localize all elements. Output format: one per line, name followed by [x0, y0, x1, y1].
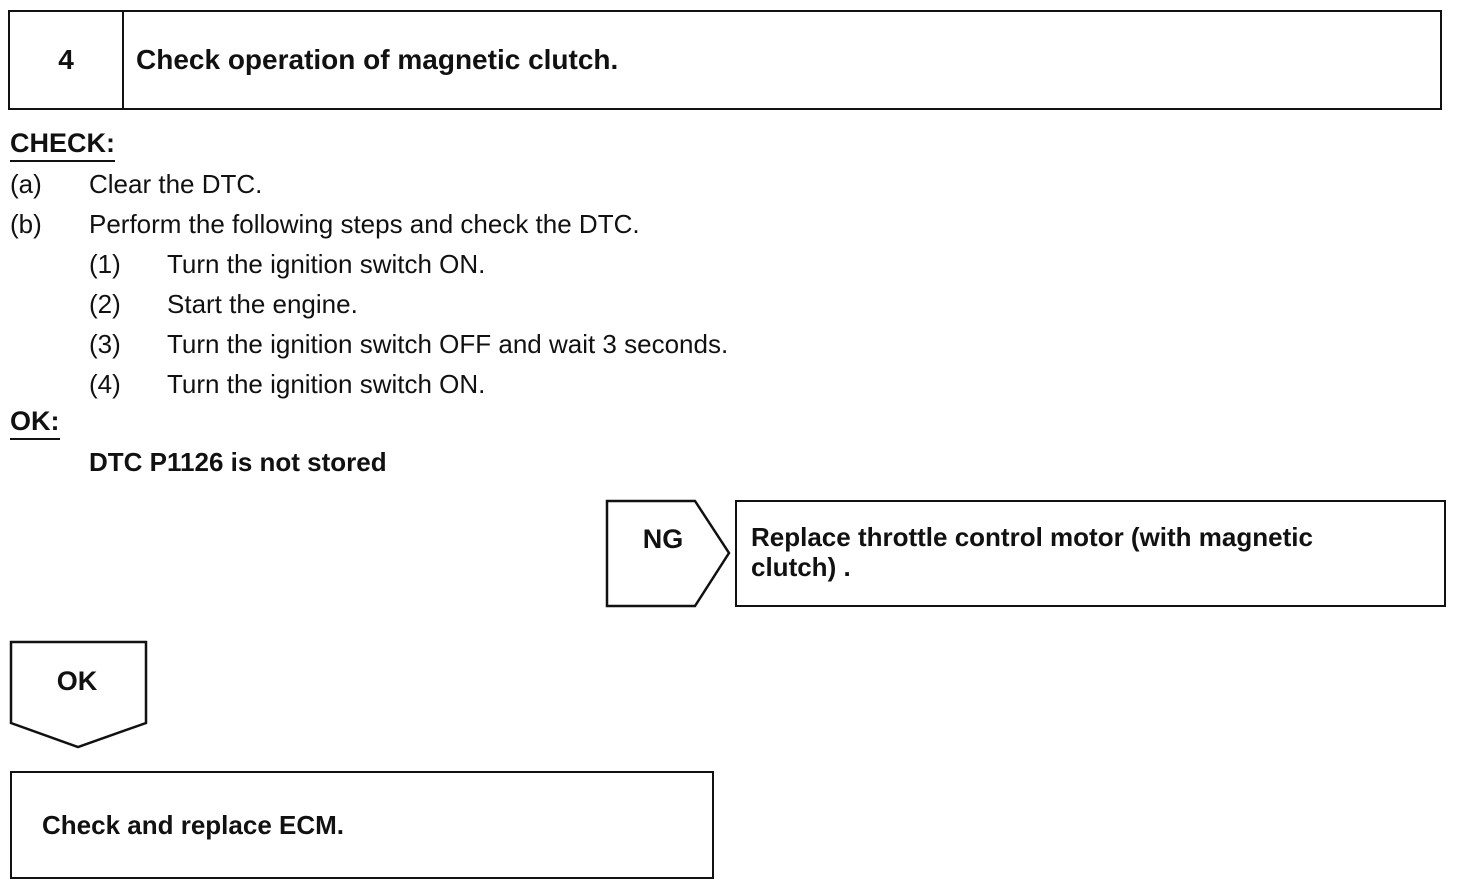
substep-2-marker: (2): [89, 289, 121, 319]
substep-3-marker: (3): [89, 329, 121, 359]
ng-label: NG: [642, 524, 684, 554]
substep-3-text: Turn the ignition switch OFF and wait 3 …: [167, 329, 729, 359]
ok-arrow-shape: [9, 640, 148, 749]
step-header-box: 4 Check operation of magnetic clutch.: [8, 10, 1442, 110]
ok-action-box: Check and replace ECM.: [10, 771, 714, 879]
ok-label: OK: [56, 666, 98, 696]
check-item-a-marker: (a): [10, 169, 42, 199]
substep-1-marker: (1): [89, 249, 121, 279]
ng-action-line-1: Replace throttle control motor (with mag…: [751, 522, 1313, 552]
step-number: 4: [10, 12, 124, 108]
substep-1-text: Turn the ignition switch ON.: [167, 249, 486, 279]
check-item-a-text: Clear the DTC.: [89, 169, 263, 199]
ok-action-text: Check and replace ECM.: [42, 809, 344, 840]
check-item-b-marker: (b): [10, 209, 42, 239]
step-title: Check operation of magnetic clutch.: [136, 44, 619, 75]
ng-action-line-2: clutch) .: [751, 552, 851, 582]
check-item-b-text: Perform the following steps and check th…: [89, 209, 640, 239]
ng-arrow-shape: [605, 499, 731, 608]
substep-4-text: Turn the ignition switch ON.: [167, 369, 486, 399]
check-label: CHECK:: [10, 128, 115, 162]
ok-criteria-label: OK:: [10, 406, 60, 440]
ok-criteria-text: DTC P1126 is not stored: [89, 447, 387, 477]
substep-4-marker: (4): [89, 369, 121, 399]
substep-2-text: Start the engine.: [167, 289, 358, 319]
ng-action-box: Replace throttle control motor (with mag…: [735, 500, 1446, 607]
